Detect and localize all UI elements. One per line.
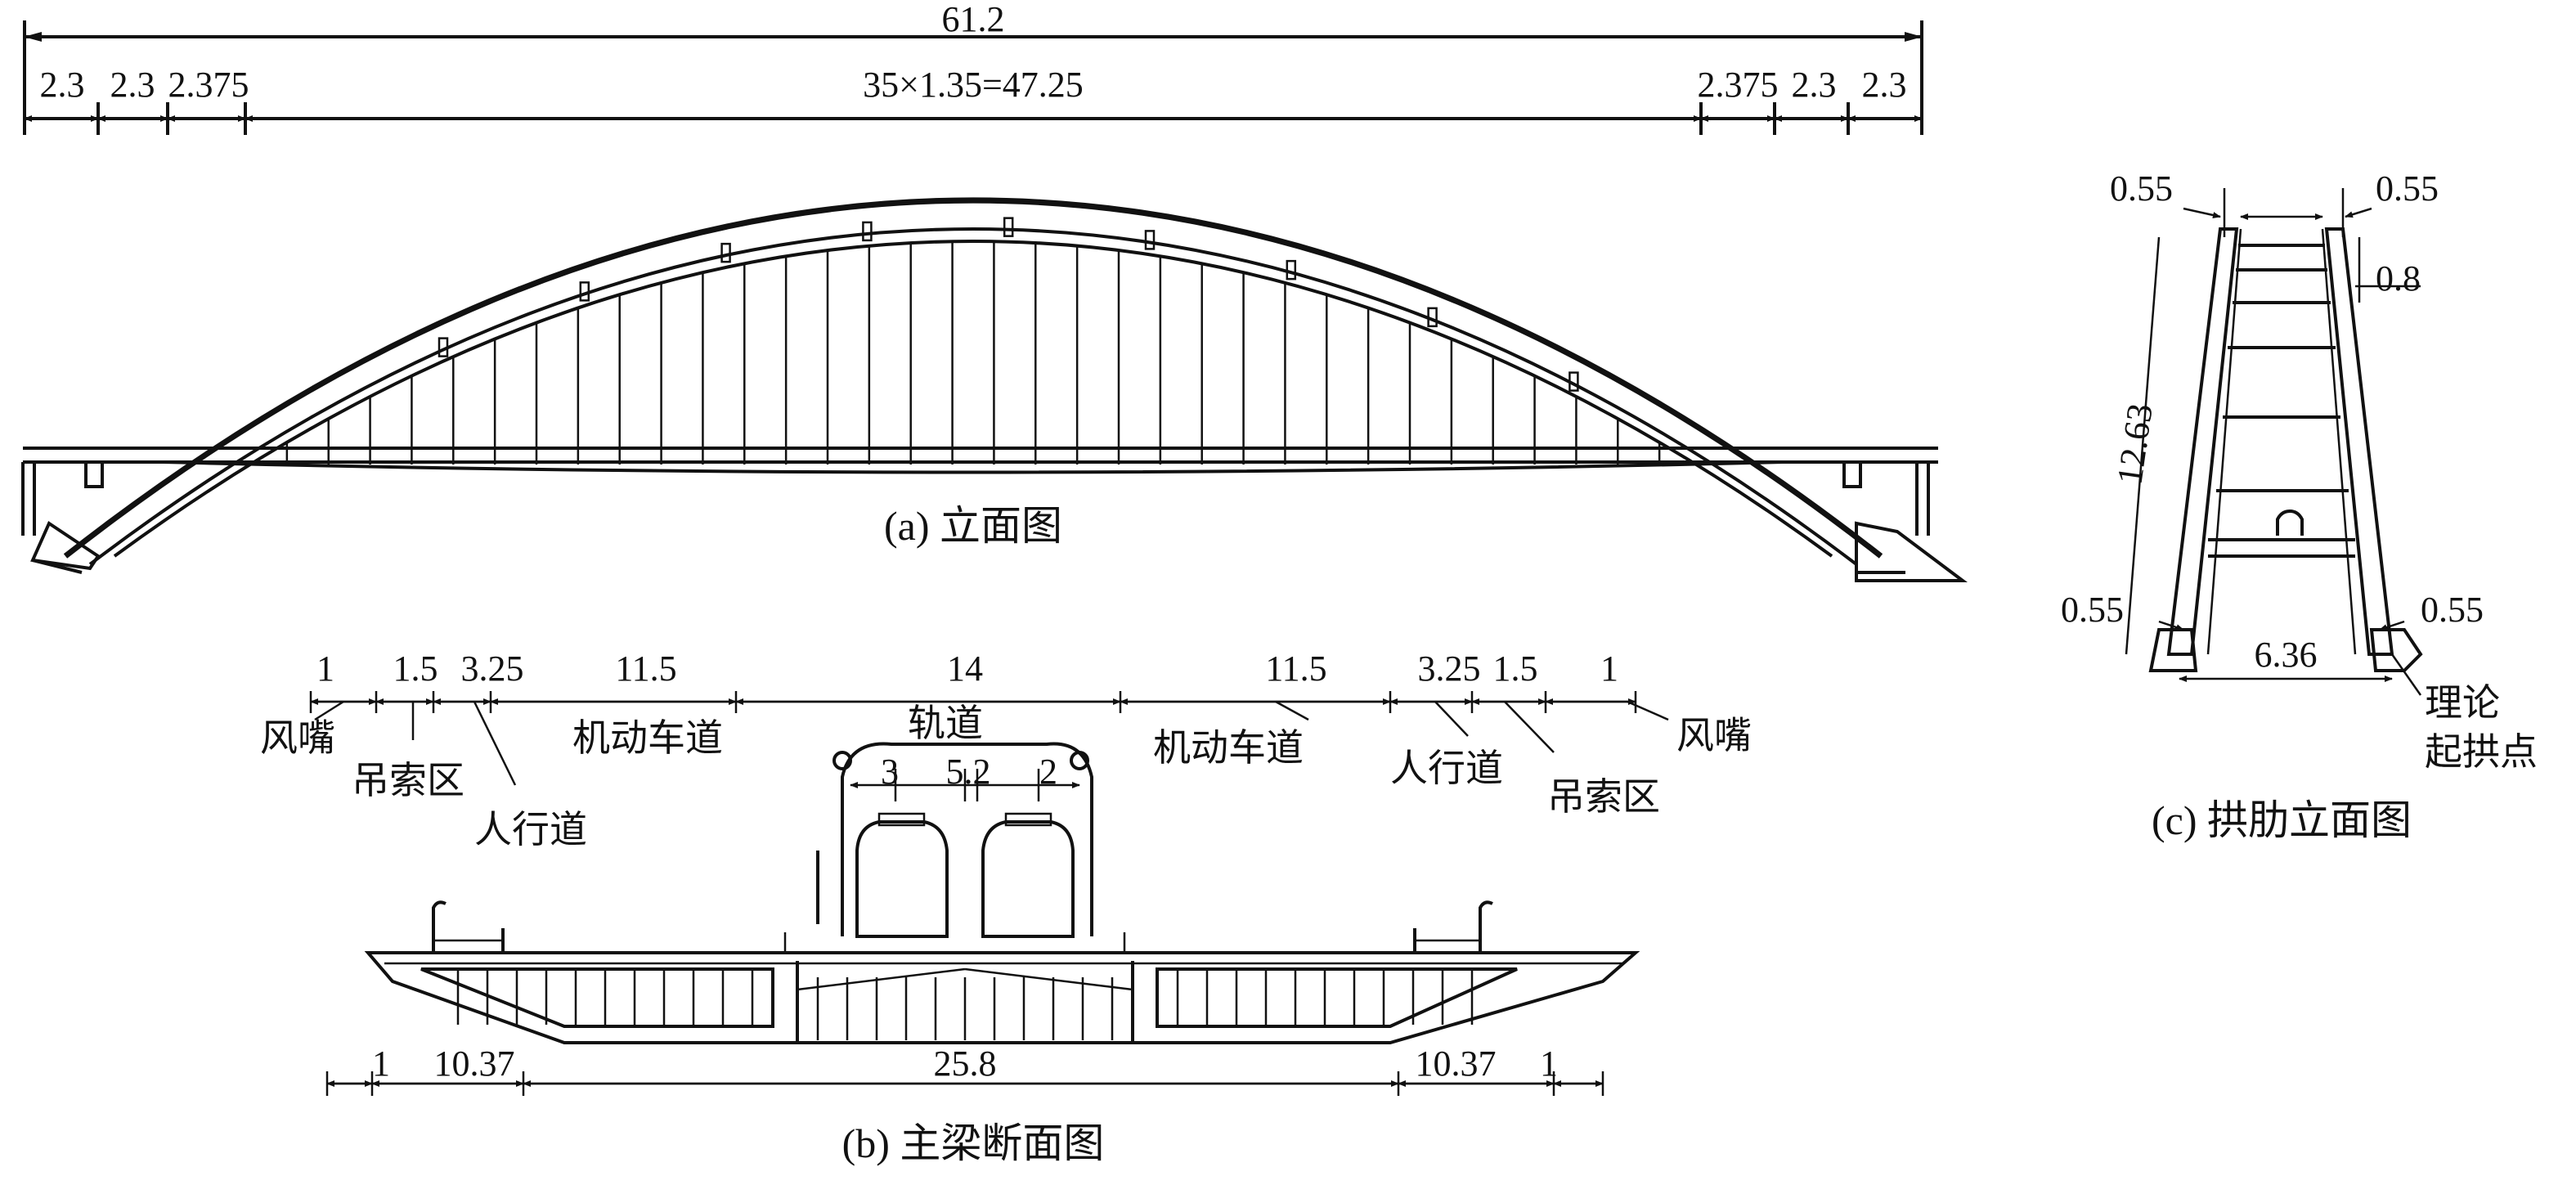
rib-braces [2208, 244, 2355, 558]
top-dim-8: 1.5 [1493, 649, 1538, 689]
rib-elevation-view: 0.55 0.55 0.8 12.63 0.55 0.55 6.36 理论 起拱… [2061, 168, 2538, 843]
section-top-dimensions: 1 1.5 3.25 11.5 14 11.5 3.25 1.5 1 [309, 649, 1637, 713]
rib-dim-bottom-right: 0.55 [2421, 590, 2484, 630]
overall-dimension: 61.2 [23, 0, 1923, 123]
label-left-sidewalk: 人行道 [474, 809, 587, 851]
rib-springing-label-1: 理论 [2425, 682, 2500, 724]
elevation-view: 61.2 2.3 2.3 2.375 35×1.35=47.25 2.375 2… [21, 0, 1968, 582]
label-left-nozzle: 风嘴 [260, 717, 335, 759]
arch-springing-right [1855, 521, 1968, 582]
label-right-lane: 机动车道 [1153, 727, 1304, 769]
section-bottom-dimensions: 1 10.37 25.8 10.37 1 [325, 1044, 1604, 1096]
rib-dim-base: 6.36 [2255, 635, 2318, 675]
segment-dimensions: 2.3 2.3 2.375 35×1.35=47.25 2.375 2.3 2.… [23, 65, 1923, 135]
track-dim-3: 2 [1039, 752, 1057, 792]
train-right [981, 820, 1075, 938]
rib-leg-left [2166, 227, 2239, 656]
bottom-dim-1: 1 [372, 1044, 390, 1084]
segment-label-2: 2.3 [110, 65, 155, 105]
rib-caption: (c) 拱肋立面图 [2152, 797, 2412, 843]
overall-span-label: 61.2 [942, 0, 1005, 39]
section-leaders [314, 700, 1669, 786]
label-left-hanger: 吊索区 [352, 760, 464, 801]
cross-section-view: 1 1.5 3.25 11.5 14 11.5 3.25 1.5 1 风嘴 吊索… [260, 649, 1752, 1166]
track-envelope: 3 5.2 2 [816, 742, 1093, 938]
bottom-dim-4: 10.37 [1416, 1044, 1497, 1084]
rib-dim-side: 0.8 [2376, 258, 2421, 298]
label-right-nozzle: 风嘴 [1676, 715, 1752, 756]
track-dim-1: 3 [881, 752, 899, 792]
bottom-dim-2: 10.37 [434, 1044, 515, 1084]
train-left [855, 820, 949, 938]
top-dim-7: 3.25 [1418, 649, 1481, 689]
arch-springing-left [30, 521, 101, 574]
segment-label-4: 35×1.35=47.25 [863, 65, 1084, 105]
segment-label-1: 2.3 [40, 65, 85, 105]
rib-dim-bottom-left: 0.55 [2061, 590, 2124, 630]
top-dim-1: 1 [316, 649, 334, 689]
segment-label-6: 2.3 [1792, 65, 1837, 105]
main-girder [364, 900, 1640, 1044]
section-caption: (b) 主梁断面图 [842, 1120, 1105, 1166]
label-track: 轨道 [908, 702, 983, 744]
top-dim-4: 11.5 [615, 649, 676, 689]
segment-label-7: 2.3 [1862, 65, 1907, 105]
segment-label-5: 2.375 [1698, 65, 1779, 105]
bottom-dim-3: 25.8 [934, 1044, 997, 1084]
segment-label-3: 2.375 [168, 65, 249, 105]
label-right-hanger: 吊索区 [1547, 776, 1660, 818]
rib-springing-label-2: 起拱点 [2425, 731, 2538, 773]
bottom-dim-5: 1 [1540, 1044, 1558, 1084]
top-dim-5: 14 [947, 649, 983, 689]
rib-dim-top-right: 0.55 [2376, 168, 2439, 209]
rib-dim-top-left: 0.55 [2110, 168, 2173, 209]
top-dim-6: 11.5 [1265, 649, 1326, 689]
label-left-lane: 机动车道 [572, 717, 723, 759]
top-dim-2: 1.5 [393, 649, 438, 689]
deck [21, 241, 1938, 536]
track-dim-2: 5.2 [946, 752, 991, 792]
rib-dim-height: 12.63 [2109, 402, 2160, 487]
top-dim-9: 1 [1600, 649, 1618, 689]
arch-rib [63, 197, 1883, 566]
top-dim-3: 3.25 [461, 649, 524, 689]
label-right-sidewalk: 人行道 [1390, 747, 1503, 789]
elevation-caption: (a) 立面图 [884, 503, 1062, 549]
